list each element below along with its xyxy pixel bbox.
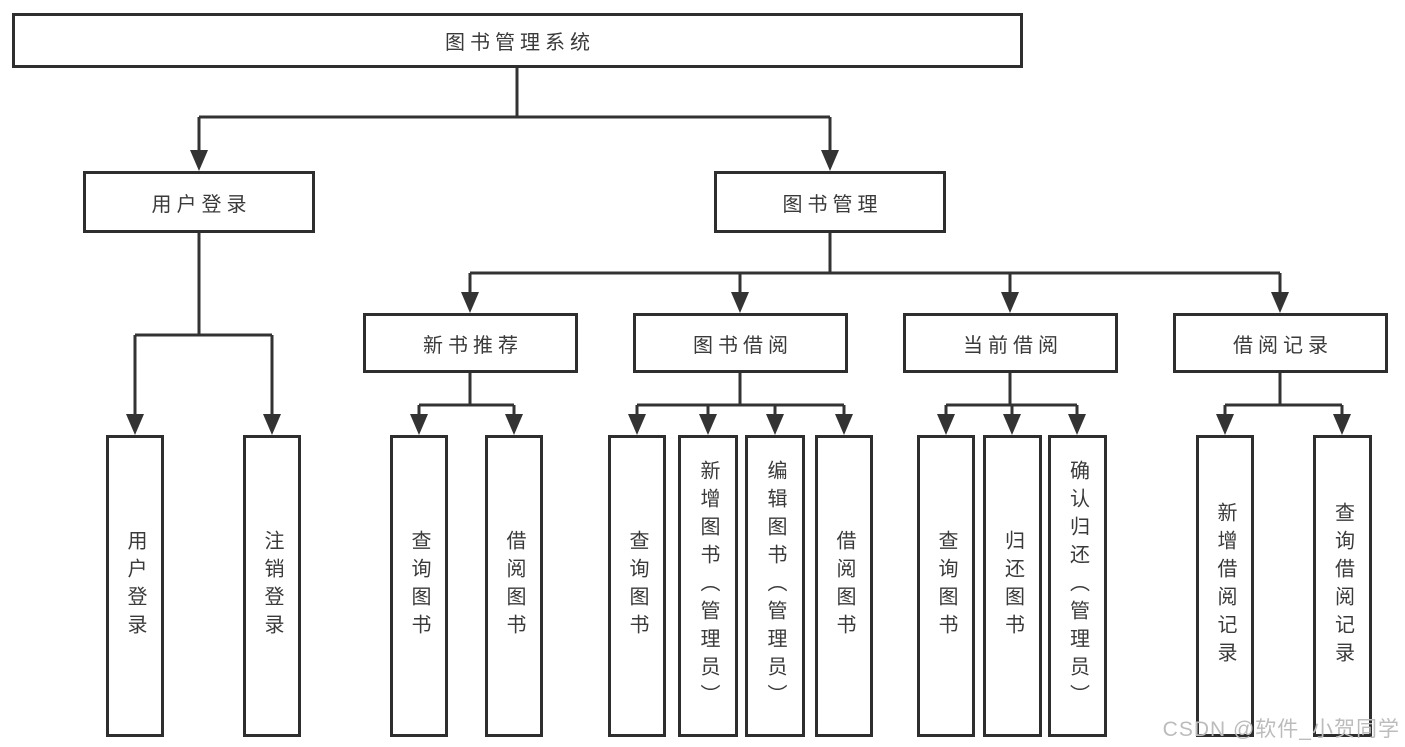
leaf-query-borrow-record: 查询借阅记录 (1313, 435, 1372, 737)
leaf-query-books-borrow: 查询图书 (608, 435, 666, 737)
node-label: 图书借阅 (693, 334, 793, 357)
node-label: 编辑图书（管理员） (764, 460, 786, 712)
node-label: 用户登录 (151, 193, 252, 216)
leaf-edit-books-admin: 编辑图书（管理员） (745, 435, 805, 737)
node-label: 新增图书（管理员） (697, 460, 719, 712)
leaf-add-borrow-record: 新增借阅记录 (1196, 435, 1254, 737)
node-user-login-module: 用户登录 (83, 171, 315, 233)
node-label: 查询借阅记录 (1331, 502, 1354, 670)
node-current-borrowing: 当前借阅 (903, 313, 1118, 373)
leaf-logout: 注销登录 (243, 435, 301, 737)
leaf-borrow-books: 借阅图书 (815, 435, 873, 737)
leaf-user-login: 用户登录 (106, 435, 164, 737)
node-label: 新增借阅记录 (1214, 502, 1236, 670)
node-label: 借阅图书 (503, 530, 525, 642)
node-label: 当前借阅 (963, 334, 1063, 357)
node-label: 用户登录 (124, 530, 146, 642)
arrowheads (126, 150, 1351, 435)
node-label: 图书管理 (782, 193, 883, 216)
node-label: 借阅记录 (1233, 334, 1333, 357)
leaf-return-books: 归还图书 (983, 435, 1042, 737)
node-new-book-recommend: 新书推荐 (363, 313, 578, 373)
node-book-management-module: 图书管理 (714, 171, 946, 233)
node-borrowing-records: 借阅记录 (1173, 313, 1388, 373)
leaf-confirm-return-admin: 确认归还（管理员） (1048, 435, 1107, 737)
node-label: 查询图书 (935, 530, 957, 642)
csdn-watermark: CSDN @软件_小贺同学 (1162, 718, 1400, 741)
leaf-add-books-admin: 新增图书（管理员） (678, 435, 738, 737)
node-label: 图书管理系统 (445, 32, 595, 54)
node-label: 查询图书 (626, 530, 648, 642)
leaf-borrow-books-recommend: 借阅图书 (485, 435, 543, 737)
node-label: 注销登录 (261, 530, 283, 642)
node-label: 新书推荐 (423, 334, 523, 357)
node-label: 借阅图书 (833, 530, 855, 642)
node-label: 归还图书 (1001, 530, 1024, 642)
node-root-system: 图书管理系统 (12, 13, 1023, 68)
node-book-borrowing: 图书借阅 (633, 313, 848, 373)
node-label: 确认归还（管理员） (1066, 460, 1089, 712)
leaf-query-books-recommend: 查询图书 (390, 435, 448, 737)
node-label: 查询图书 (408, 530, 430, 642)
leaf-query-books-current: 查询图书 (917, 435, 975, 737)
